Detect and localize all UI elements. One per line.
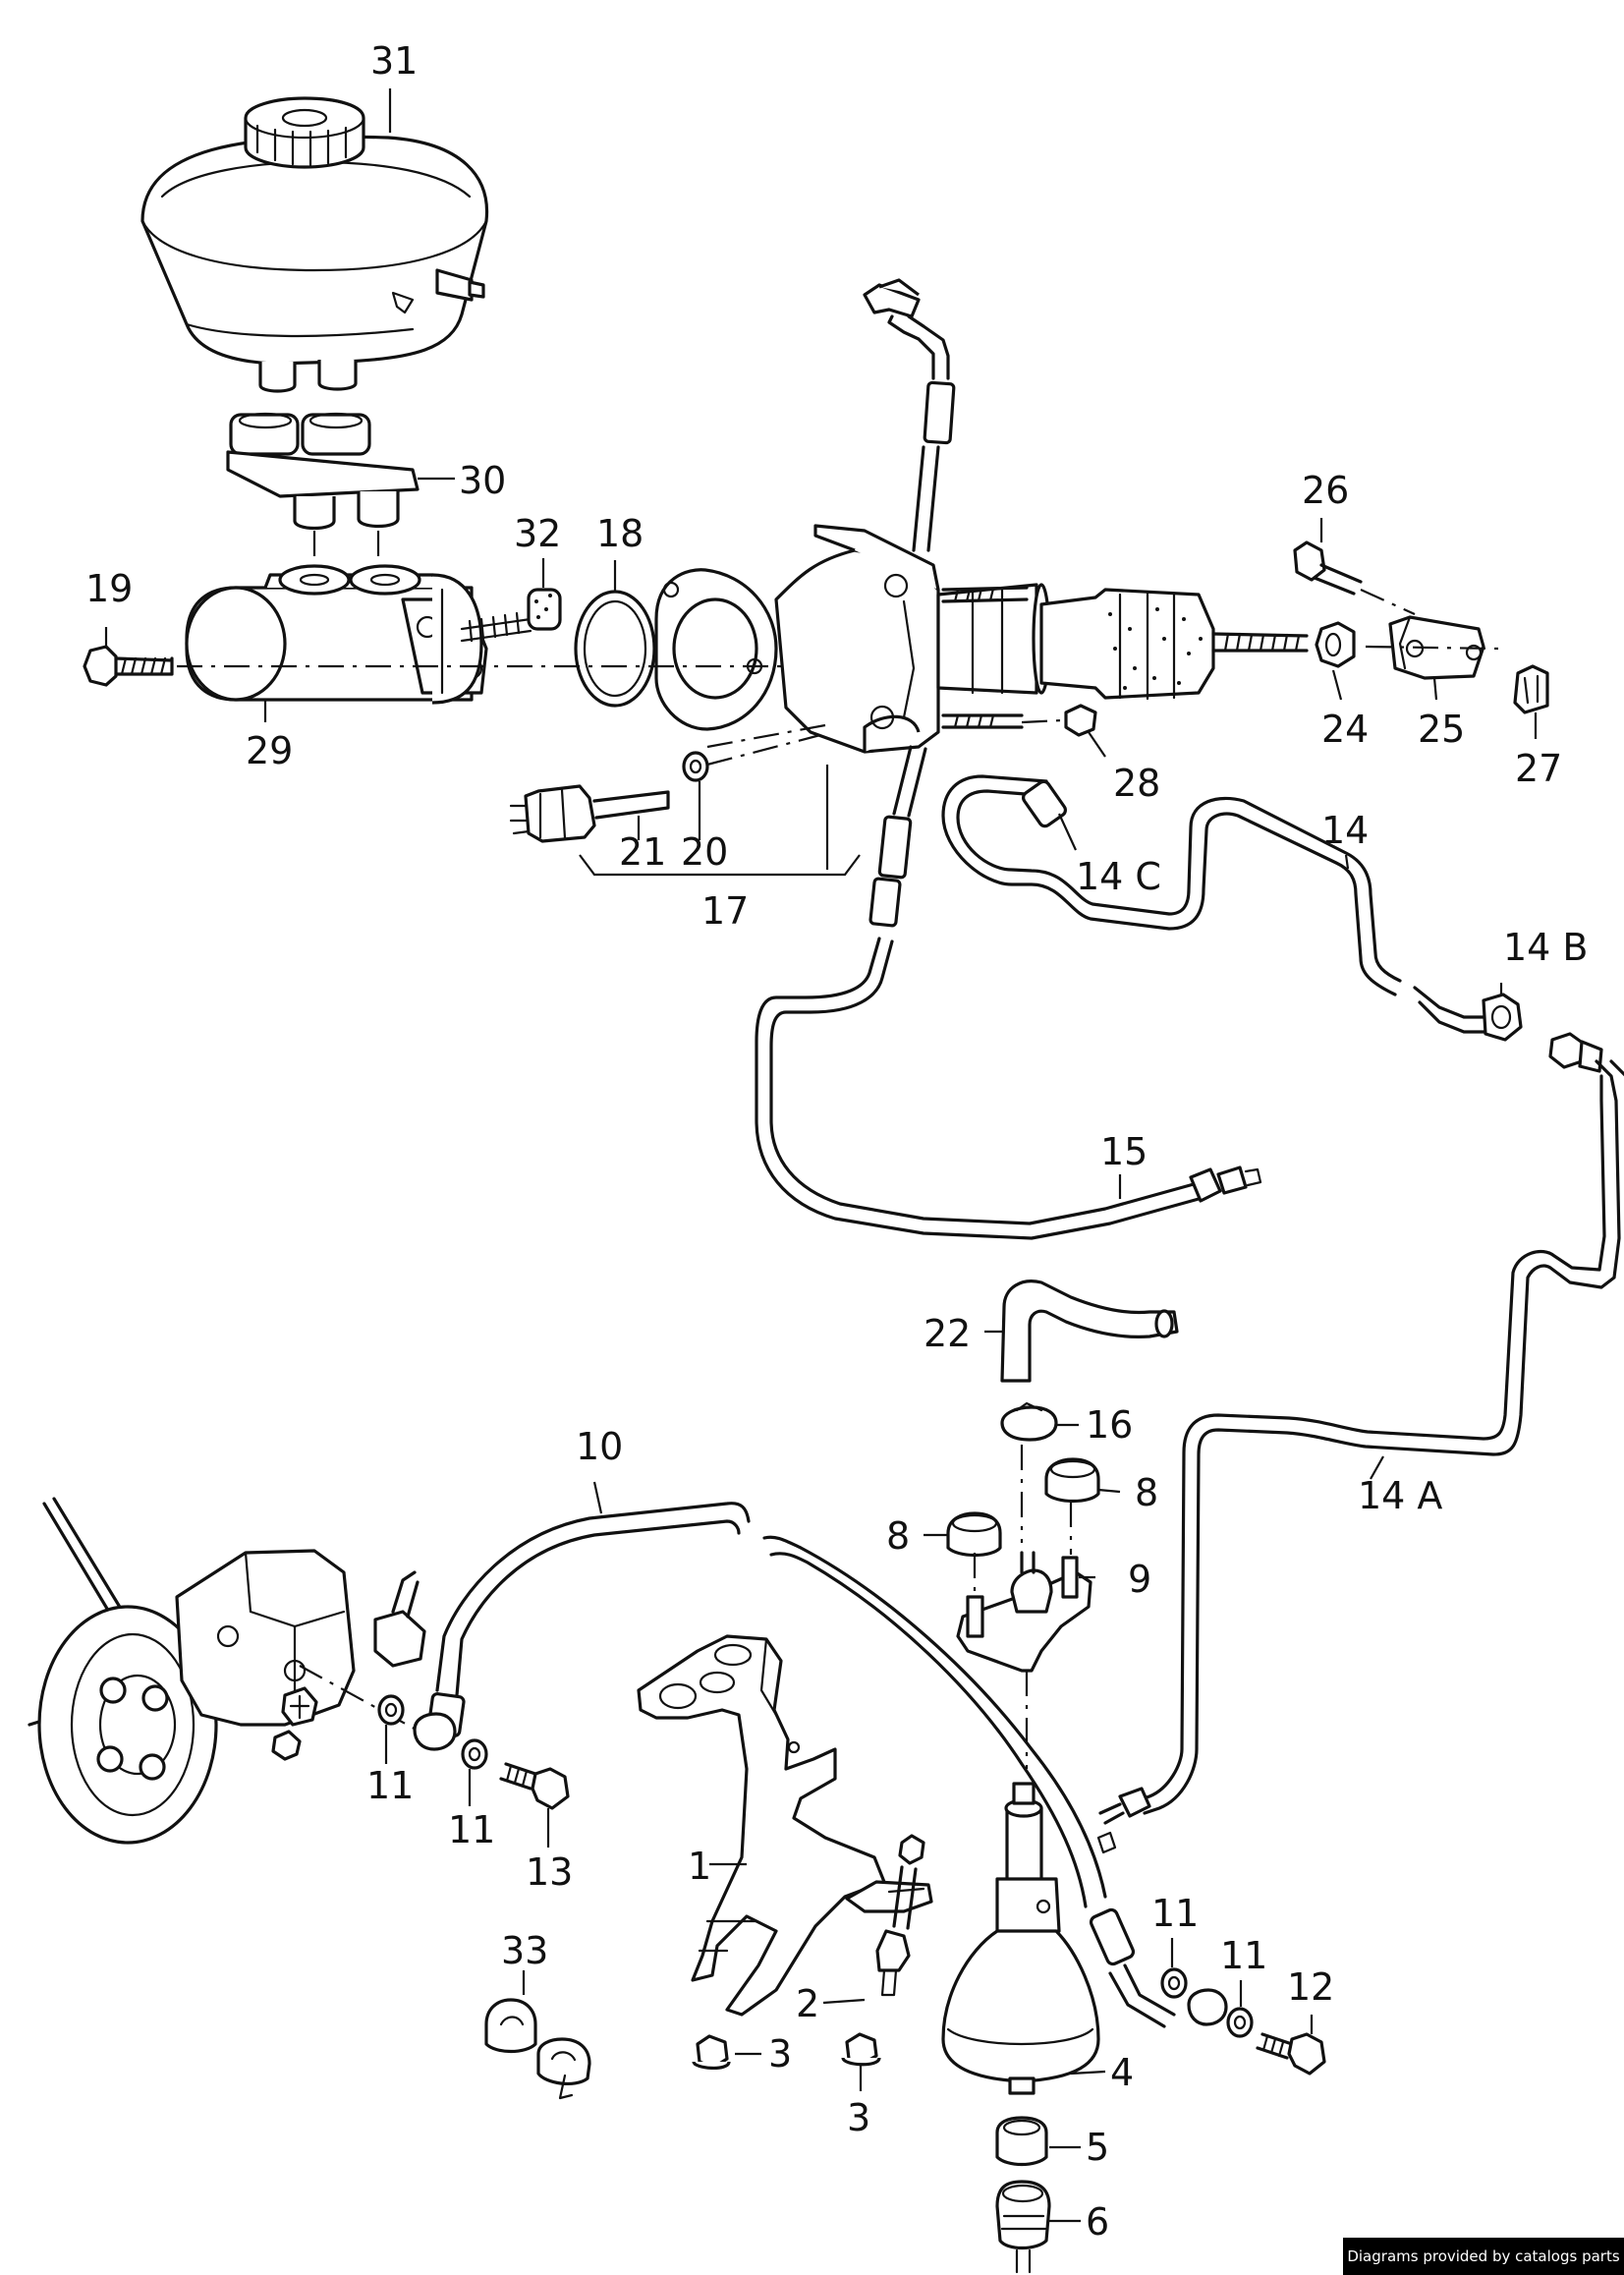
o-ring-18	[574, 590, 656, 708]
nut-3-right	[841, 2032, 881, 2067]
label-10: 10	[576, 1425, 623, 1468]
label-14: 14	[1321, 809, 1369, 852]
clamp-16	[1000, 1401, 1058, 1442]
label-27: 27	[1515, 747, 1562, 790]
label-22: 22	[924, 1312, 971, 1355]
label-11-b: 11	[448, 1808, 495, 1851]
label-20: 20	[681, 830, 728, 874]
label-18: 18	[596, 512, 644, 555]
clip-27	[1513, 664, 1549, 714]
part-6	[995, 2180, 1051, 2274]
axis-17	[706, 723, 826, 749]
label-17: 17	[701, 889, 749, 933]
master-cylinder	[185, 564, 488, 705]
label-33: 33	[501, 1929, 548, 1972]
pressure-line-upper	[863, 278, 956, 928]
bolt-26	[1293, 540, 1416, 616]
grommet-8-left	[946, 1511, 1002, 1558]
valve-bracket-9	[956, 1502, 1092, 1673]
label-31: 31	[370, 39, 418, 83]
nut-24	[1315, 621, 1356, 668]
pressure-sensor-32	[460, 588, 562, 643]
banjo-fitting-right	[1160, 1967, 1254, 2038]
nut-28	[1021, 704, 1097, 737]
label-11-a: 11	[366, 1764, 414, 1807]
clevis-25	[1365, 615, 1499, 680]
label-3-right: 3	[847, 2096, 870, 2139]
label-11-d: 11	[1220, 1934, 1267, 1977]
bolt-12	[1256, 2032, 1326, 2076]
booster-body	[774, 524, 1309, 754]
pump-fittings	[299, 1665, 570, 1810]
grommet-8-right	[1044, 1457, 1100, 1504]
line-14a	[1096, 1032, 1624, 1854]
label-11-c: 11	[1151, 1892, 1199, 1935]
label-29: 29	[246, 729, 293, 772]
bracket-17	[579, 854, 861, 877]
clip-33	[484, 1998, 591, 2100]
fluid-reservoir	[140, 96, 489, 393]
reservoir-grommets	[226, 412, 420, 575]
label-14a: 14 A	[1358, 1474, 1442, 1517]
boot-stipple	[1108, 607, 1203, 690]
nut-3-left	[692, 2034, 731, 2070]
label-1: 1	[688, 1845, 711, 1888]
label-32: 32	[514, 512, 561, 555]
label-6: 6	[1086, 2200, 1109, 2244]
label-12: 12	[1287, 1965, 1334, 2009]
bolt-19	[83, 645, 174, 687]
label-2: 2	[796, 1982, 819, 2025]
label-9: 9	[1128, 1558, 1151, 1601]
leader-lines	[104, 88, 1538, 2223]
label-19: 19	[85, 567, 133, 610]
line-15	[755, 937, 1262, 1240]
label-3-left: 3	[768, 2032, 792, 2076]
label-21: 21	[619, 830, 666, 874]
label-30: 30	[459, 459, 506, 502]
label-16: 16	[1086, 1403, 1133, 1447]
label-5: 5	[1086, 2126, 1109, 2169]
label-15: 15	[1100, 1130, 1148, 1173]
hose-10	[426, 1502, 1176, 2028]
label-28: 28	[1113, 762, 1160, 805]
flange-seal	[654, 568, 778, 731]
switch-21	[509, 784, 670, 843]
hose-22	[1000, 1280, 1179, 1383]
label-25: 25	[1418, 708, 1465, 751]
line-14	[941, 774, 1523, 1042]
label-8-right: 8	[1135, 1471, 1158, 1514]
washer-20	[682, 733, 821, 782]
label-4: 4	[1110, 2051, 1134, 2094]
label-14b: 14 B	[1503, 926, 1589, 969]
credit-badge: Diagrams provided by catalogs parts	[1343, 2238, 1624, 2275]
part-5	[995, 2116, 1048, 2167]
power-steering-pump	[28, 1497, 426, 1845]
label-26: 26	[1302, 469, 1349, 512]
label-8-left: 8	[886, 1514, 910, 1558]
accumulator-4	[941, 1782, 1100, 2095]
valve-2	[875, 1834, 925, 1997]
label-24: 24	[1321, 708, 1369, 751]
label-14c: 14 C	[1076, 855, 1161, 898]
label-13: 13	[526, 1850, 573, 1894]
part-number-labels: 31 30 32 18 19 26 29 24 25 27 28 21 20 1…	[85, 39, 1589, 2244]
